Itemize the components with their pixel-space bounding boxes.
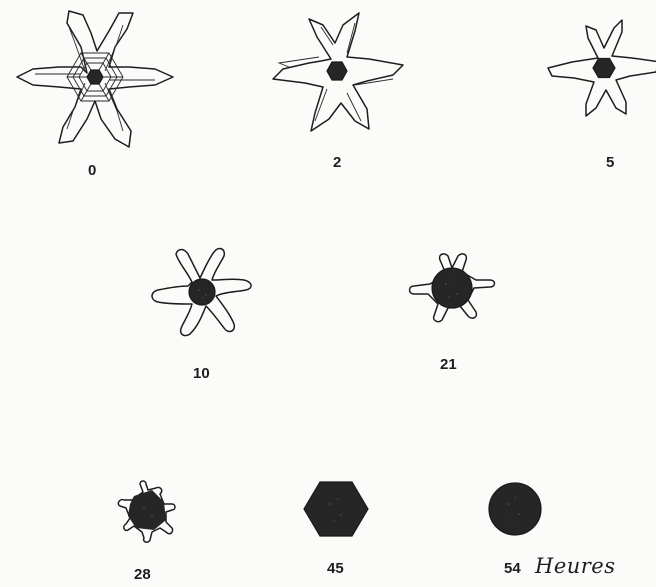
crystal-stage-10 [140,240,264,350]
crystal-stage-2 [262,8,412,138]
unit-label: Heures [535,554,616,578]
stage-label-5: 5 [606,154,614,171]
stage-label-45: 45 [327,560,344,577]
stage-label-28: 28 [134,566,151,583]
crystal-stage-54 [482,476,548,542]
stage-label-54: 54 [504,560,521,577]
stage-label-0: 0 [88,162,96,179]
crystal-stage-28 [114,476,184,550]
crystal-stage-5 [538,8,656,126]
stage-label-2: 2 [333,154,341,171]
crystal-stage-21 [404,244,504,336]
crystal-stage-0 [0,0,190,160]
stage-label-10: 10 [193,365,210,382]
crystal-stage-45 [300,476,372,542]
stage-label-21: 21 [440,356,457,373]
